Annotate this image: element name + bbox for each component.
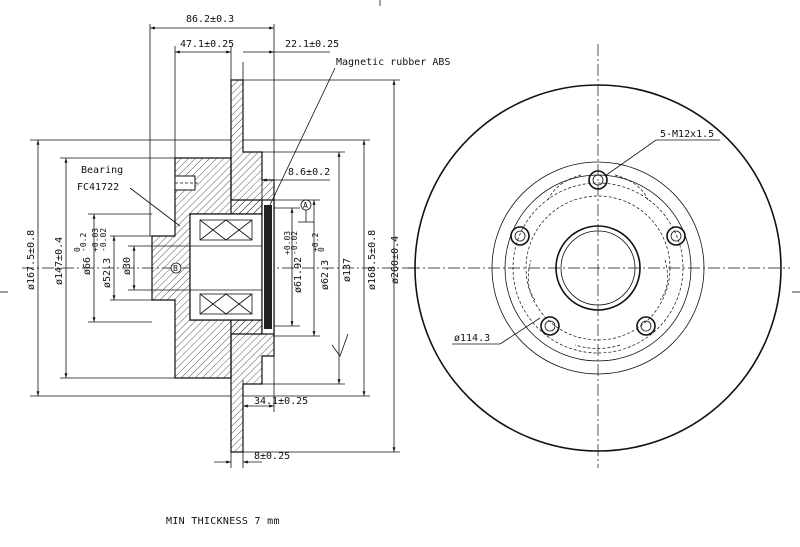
dia-30-label: ø30	[122, 257, 133, 275]
dia-623-tol-top: +0.2	[311, 233, 320, 252]
hub-pockets	[527, 174, 668, 349]
dia-623-tol-bot: 0	[317, 247, 326, 252]
bottom-dimension-lines	[214, 404, 274, 464]
dia-523-label-group: ø52.3 +0.03 -0.02	[91, 228, 113, 288]
top-dimension-lines	[150, 26, 330, 182]
surface-finish-symbol	[331, 333, 349, 357]
dia-137-label: ø137	[342, 258, 353, 282]
bolt-hole	[540, 316, 560, 336]
datum-b-marker	[170, 262, 182, 274]
abs-magnet	[264, 205, 272, 329]
leader-lines	[129, 67, 336, 227]
flange-offset-dim: 22.1±0.25	[285, 39, 339, 50]
dia-523-tol-top: +0.03	[91, 228, 100, 252]
dia-66-label-group: ø66 0 -0.2	[73, 233, 93, 275]
datum-a-label: A	[303, 201, 308, 210]
front-view: 5-M12x1.5 ø114.3	[408, 44, 790, 468]
pcd-label: ø114.3	[454, 333, 490, 344]
dia-523-tol-bot: -0.02	[99, 228, 108, 252]
dia-1675-label: ø167.5±0.8	[26, 230, 37, 290]
bearing-callout-line1: Bearing	[81, 165, 123, 176]
thickness-8-dim: 8±0.25	[254, 451, 290, 462]
disc-outer-edge	[414, 84, 782, 452]
side-section-view: 86.2±0.3 47.1±0.25 22.1±0.25 Magnetic ru…	[22, 14, 450, 468]
dia-6192-label-group: ø61.92 +0.03 -0.02	[283, 231, 304, 293]
friction-ring-inner	[491, 161, 705, 375]
abs-width-dim: 8.6±0.2	[288, 167, 330, 178]
dia-66-tol-top: 0	[73, 247, 82, 252]
overall-width-dim: 86.2±0.3	[186, 14, 234, 25]
dia-6192-tol-bot: -0.02	[290, 231, 299, 255]
bearing-bore	[189, 213, 263, 321]
dia-623-label-group: ø62.3 +0.2 0	[311, 233, 331, 290]
extension-lines	[30, 24, 400, 468]
dia-623-label: ø62.3	[320, 260, 331, 290]
bolt-hole	[510, 226, 530, 246]
datum-b-label: B	[173, 264, 178, 273]
bolt-callout-label: 5-M12x1.5	[660, 129, 714, 140]
min-thickness-note: MIN THICKNESS 7 mm	[166, 516, 280, 527]
width-341-dim: 34.1±0.25	[254, 396, 308, 407]
dia-523-label: ø52.3	[102, 258, 113, 288]
front-leaders	[452, 139, 720, 345]
dia-1685-label: ø168.5±0.8	[367, 230, 378, 290]
magnetic-abs-callout: Magnetic rubber ABS	[336, 57, 450, 68]
dia-147-label: ø147±0.4	[54, 237, 65, 285]
bolt-hole	[636, 316, 656, 336]
hub-recess	[512, 182, 684, 354]
bolt-hole	[666, 226, 686, 246]
dia-66-label: ø66	[82, 257, 93, 275]
center-bore	[555, 225, 641, 311]
diameter-dimension-lines	[36, 80, 396, 452]
center-bore-chamfer	[560, 230, 636, 306]
border-marks	[0, 0, 800, 293]
bolt-holes	[510, 170, 686, 336]
bolt-hole	[588, 170, 608, 190]
hub-offset-dim: 47.1±0.25	[180, 39, 234, 50]
dia-66-tol-bot: -0.2	[79, 233, 88, 252]
bearing-callout-line2: FC41722	[77, 182, 119, 193]
dia-6192-tol-top: +0.03	[283, 231, 292, 255]
pcd-circle	[525, 195, 671, 341]
bearing-rollers	[190, 219, 262, 315]
dia-260-label: ø260±0.4	[390, 236, 401, 284]
dia-6192-label: ø61.92	[293, 257, 304, 293]
datum-a-marker	[298, 199, 314, 223]
